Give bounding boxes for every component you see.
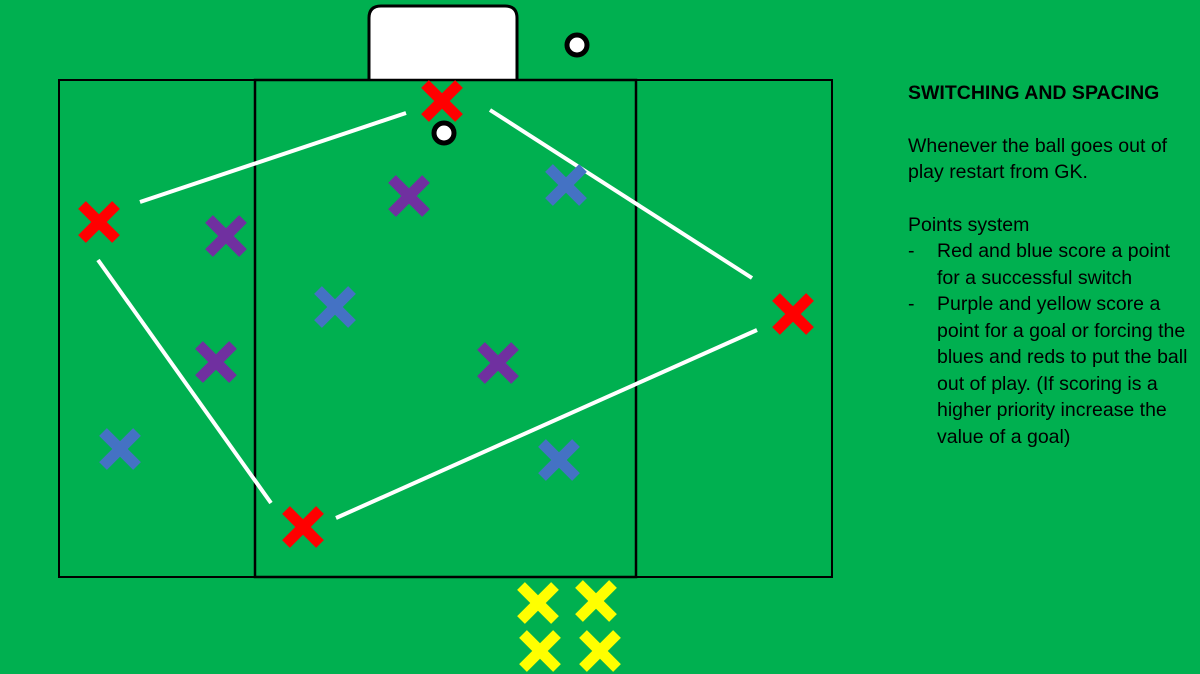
points-list: -Red and blue score a point for a succes… [908,238,1188,450]
instructions-panel: SWITCHING AND SPACING Whenever the ball … [908,80,1188,450]
drill-title: SWITCHING AND SPACING [908,82,1160,104]
blue-player-cross-icon [538,439,580,481]
points-item: -Red and blue score a point for a succes… [908,240,1171,289]
red-player-cross-icon [772,293,814,335]
purple-player-cross-icon [388,175,430,217]
passing-line [335,328,758,520]
pitch-outline [58,79,833,578]
red-player-cross-icon [282,506,324,548]
red-player-cross-icon [421,80,463,122]
purple-player-cross-icon [205,215,247,257]
points-heading: Points system [908,213,1030,236]
yellow-player-cross-icon [579,630,621,672]
yellow-player-cross-icon [575,580,617,622]
passing-line [488,108,754,280]
passing-line [139,111,407,204]
ball [431,120,457,146]
blue-player-cross-icon [545,164,587,206]
restart-note: Whenever the ball goes out of play resta… [908,134,1168,184]
purple-player-cross-icon [477,342,519,384]
ball [564,32,590,58]
blue-player-cross-icon [99,428,141,470]
passing-line [96,258,273,505]
blue-player-cross-icon [314,286,356,328]
purple-player-cross-icon [195,341,237,383]
yellow-player-cross-icon [517,582,559,624]
yellow-player-cross-icon [519,630,561,672]
points-item: -Purple and yellow score a point for a g… [908,293,1188,448]
goal [367,4,519,80]
central-zone [253,78,638,579]
red-player-cross-icon [78,201,120,243]
